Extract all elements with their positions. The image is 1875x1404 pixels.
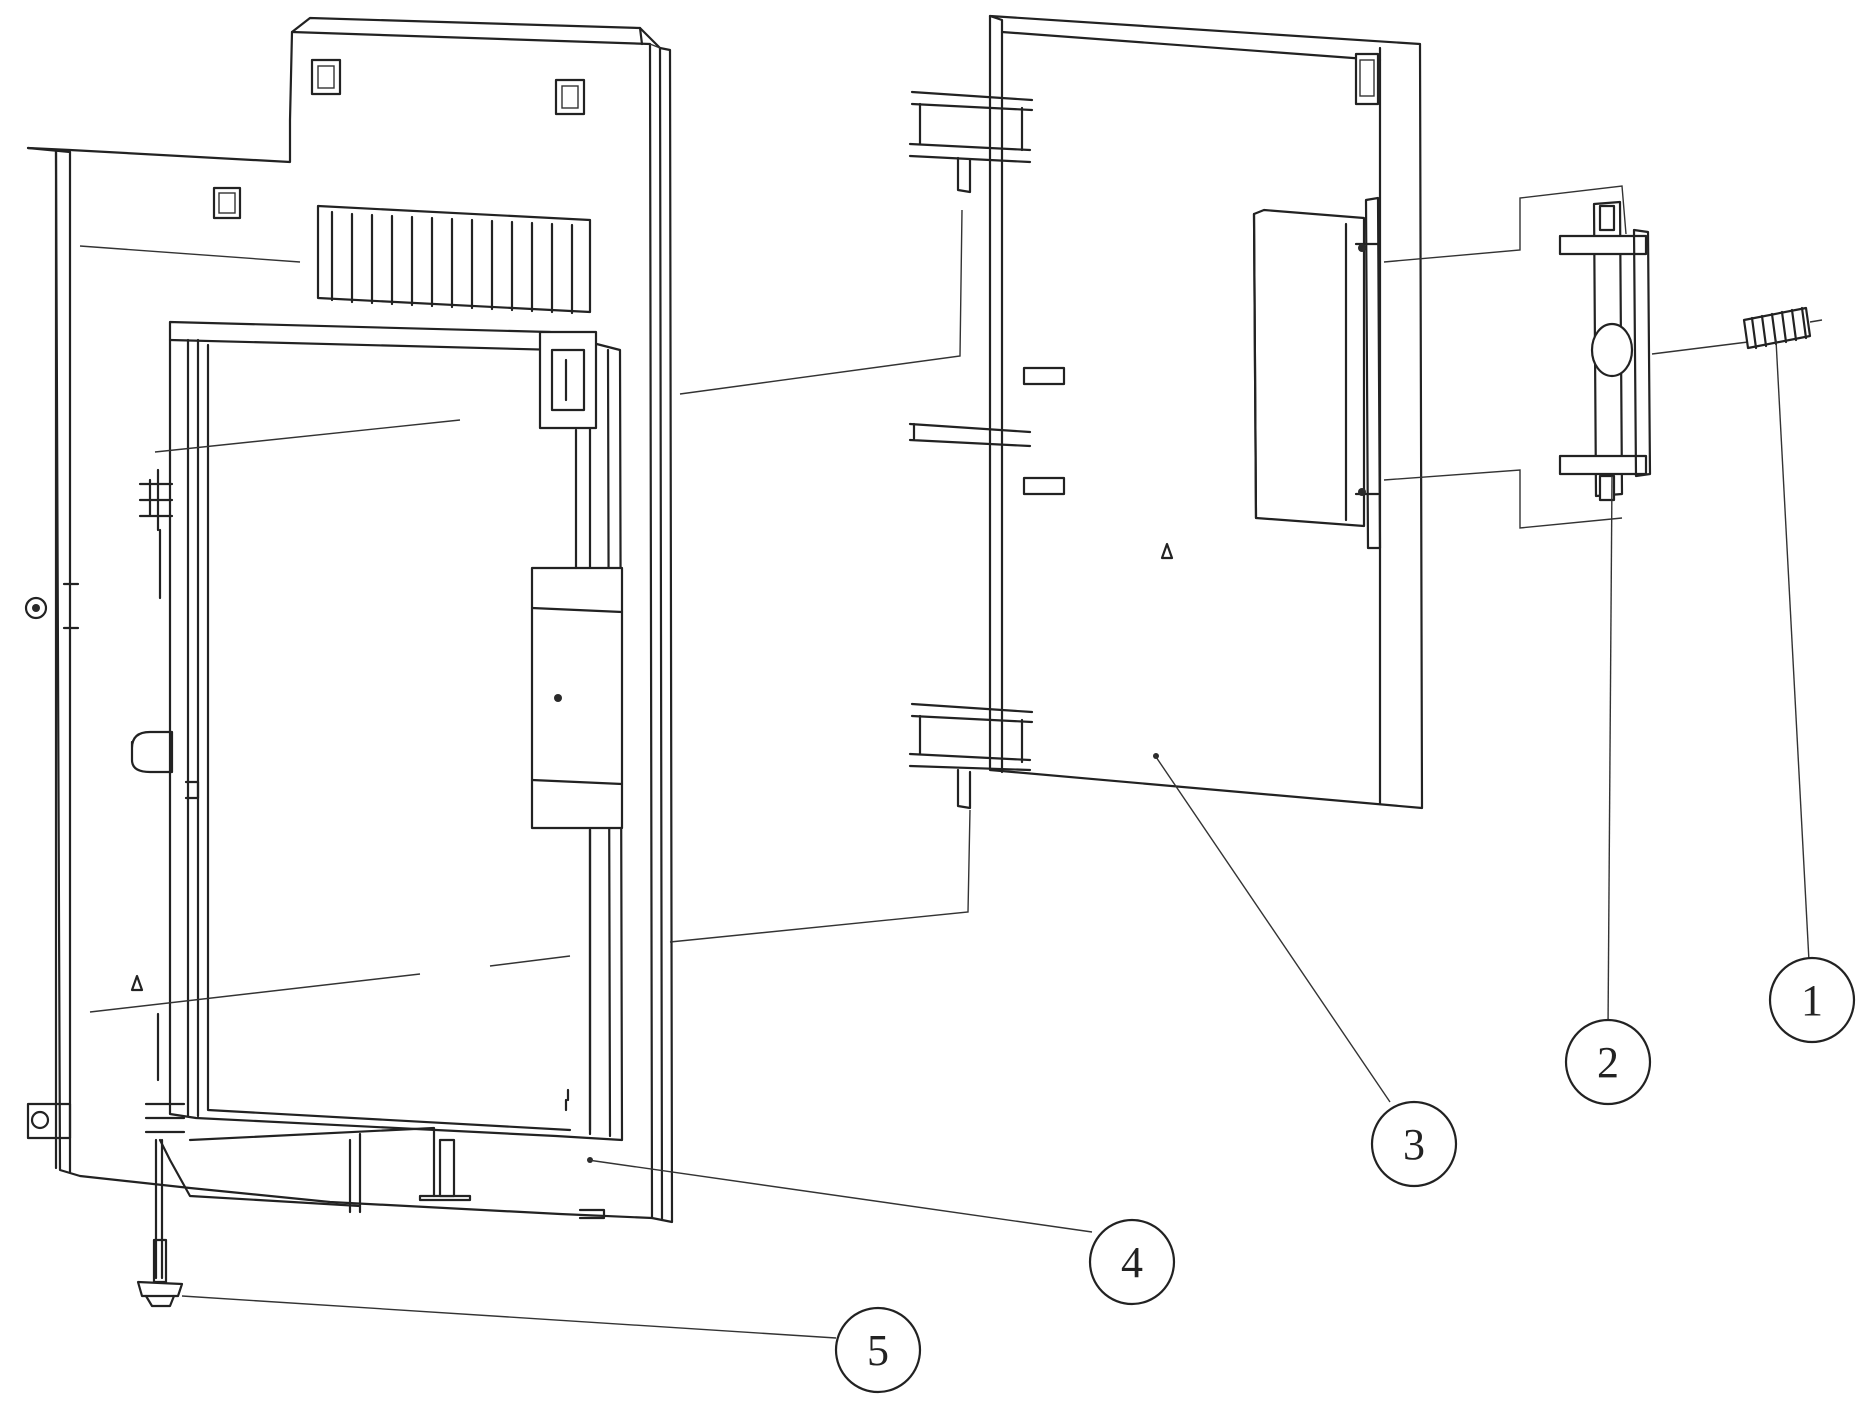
leader-line-5: [181, 1295, 837, 1339]
leader-line-3: [1153, 753, 1391, 1103]
callout-label-3: 3: [1403, 1120, 1425, 1169]
callout-4: 4: [1088, 1218, 1176, 1306]
callout-5: 5: [834, 1306, 922, 1394]
callout-1: 1: [1768, 956, 1856, 1044]
vent-slots: [316, 204, 592, 315]
callout-3: 3: [1370, 1100, 1458, 1188]
leader-line-1: [1775, 339, 1811, 981]
callout-label-1: 1: [1801, 976, 1823, 1025]
leader-line-2: [1607, 475, 1613, 1031]
leader-lines: [181, 339, 1811, 1339]
leader-line-4: [587, 1159, 1093, 1233]
door-part-3: [908, 14, 1627, 810]
lock-plate-part-2: [1558, 200, 1749, 502]
screw-part-5: [136, 1138, 184, 1308]
callout-2: 2: [1564, 1018, 1652, 1106]
callout-label-4: 4: [1121, 1238, 1143, 1287]
callout-label-2: 2: [1597, 1038, 1619, 1087]
callout-label-5: 5: [867, 1326, 889, 1375]
spring-part-1: [1742, 306, 1823, 350]
frame-part-4: [24, 16, 971, 1224]
